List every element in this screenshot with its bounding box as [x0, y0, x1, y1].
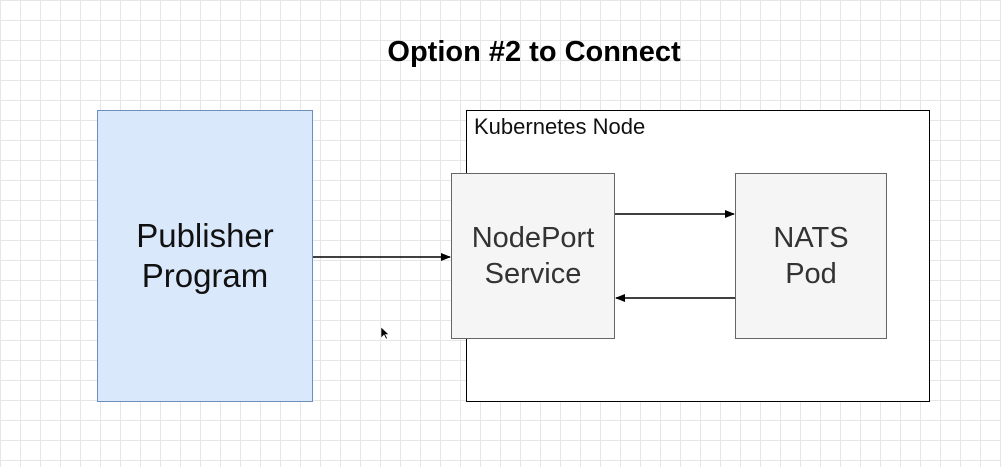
mouse-pointer-icon	[380, 326, 390, 340]
publisher-program-line-1: Publisher	[136, 217, 274, 254]
publisher-program-box[interactable]: Publisher Program	[97, 110, 313, 402]
nodeport-service-line-2: Service	[484, 258, 582, 290]
publisher-program-text: Publisher Program	[136, 216, 274, 296]
nats-pod-text: NATS Pod	[773, 220, 848, 292]
publisher-program-line-2: Program	[141, 257, 269, 294]
nodeport-service-line-1: NodePort	[471, 222, 595, 254]
nats-pod-line-1: NATS	[773, 222, 849, 254]
nodeport-service-box[interactable]: NodePort Service	[451, 173, 615, 339]
nats-pod-line-2: Pod	[785, 258, 837, 290]
nodeport-service-text: NodePort Service	[472, 220, 595, 292]
kubernetes-node-label: Kubernetes Node	[474, 114, 646, 139]
nats-pod-box[interactable]: NATS Pod	[735, 173, 887, 339]
diagram-title: Option #2 to Connect	[387, 36, 681, 68]
